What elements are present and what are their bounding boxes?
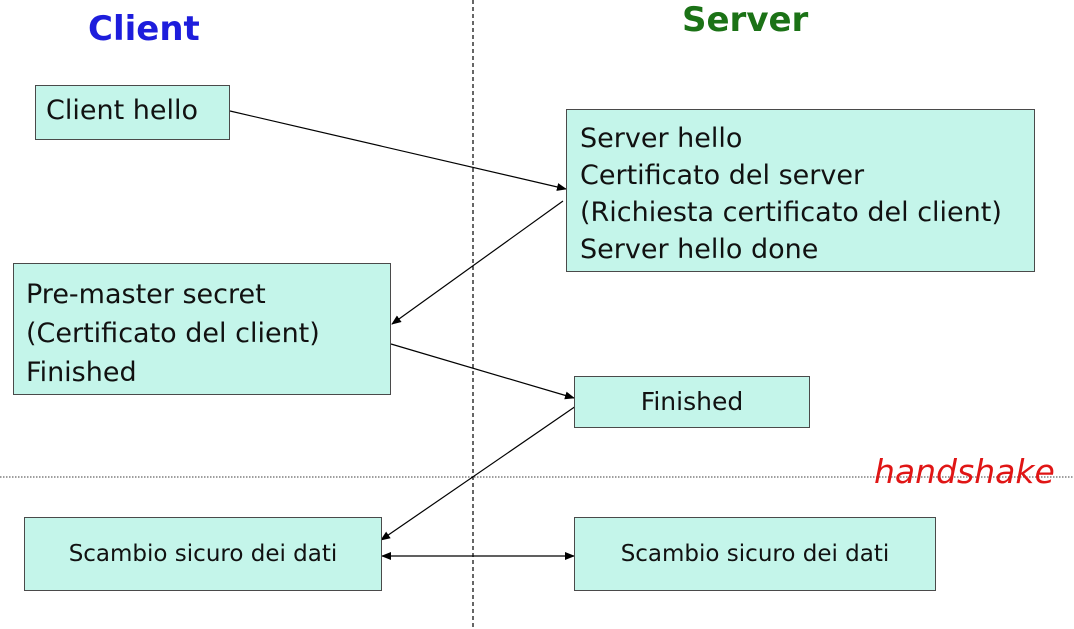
client-premaster-box: Pre-master secret (Certificato del clien… — [13, 263, 391, 395]
client-certificate-request-line: (Richiesta certificato del client) — [580, 197, 1002, 228]
server-finished-text: Finished — [640, 387, 744, 416]
server-hello-box: Server hello Certificato del server (Ric… — [566, 109, 1035, 272]
server-secure-exchange-box: Scambio sicuro dei dati — [574, 517, 936, 591]
server-finished-box: Finished — [574, 376, 810, 428]
arrow-server-hello-to-client — [391, 200, 564, 325]
server-hello-line: Server hello — [580, 123, 743, 154]
arrow-server-finished-to-client — [380, 405, 577, 541]
client-title: Client — [88, 9, 200, 49]
server-secure-exchange-text: Scambio sicuro dei dati — [620, 541, 890, 567]
client-hello-text: Client hello — [46, 95, 198, 126]
client-secure-exchange-box: Scambio sicuro dei dati — [24, 517, 382, 591]
client-secure-exchange-text: Scambio sicuro dei dati — [68, 541, 338, 567]
client-certificate-line: (Certificato del client) — [26, 318, 320, 349]
arrow-client-hello-to-server — [229, 110, 567, 191]
client-hello-box: Client hello — [35, 85, 230, 140]
server-certificate-line: Certificato del server — [580, 160, 865, 191]
server-hello-done-line: Server hello done — [580, 234, 819, 265]
client-finished-line: Finished — [26, 357, 137, 388]
premaster-secret-line: Pre-master secret — [26, 279, 266, 310]
handshake-label: handshake — [874, 452, 1055, 491]
arrow-premaster-to-server — [390, 343, 575, 400]
server-title: Server — [682, 0, 809, 40]
